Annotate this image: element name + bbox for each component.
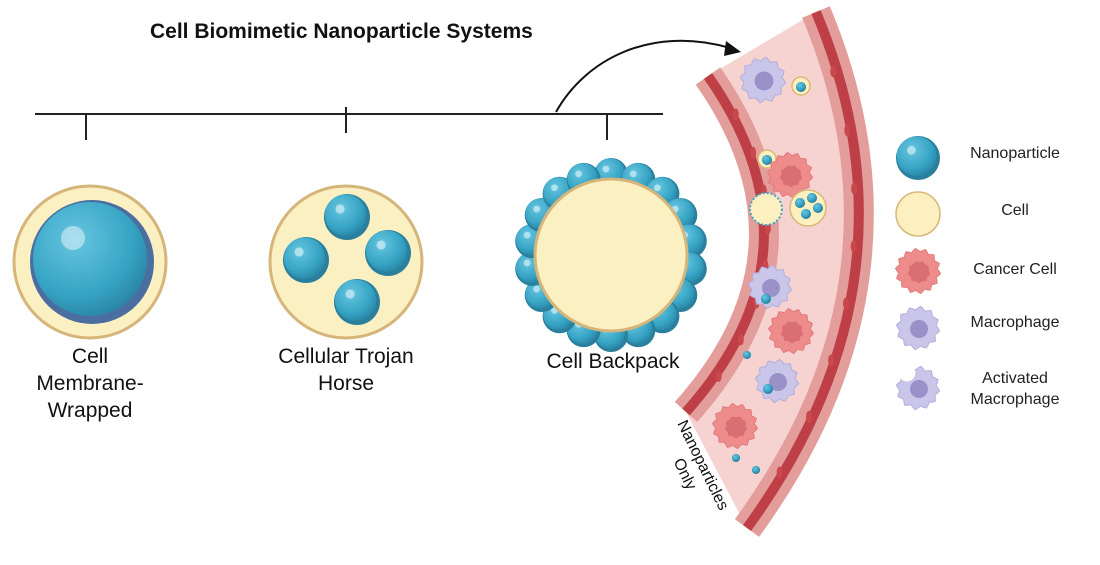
endothelial-nucleus — [850, 240, 857, 253]
nanoparticle — [283, 237, 329, 283]
activated-cell — [749, 192, 783, 226]
legend-line: Nanoparticle — [970, 145, 1060, 162]
legend-label-nanoparticle: Nanoparticle — [950, 143, 1080, 164]
nanoparticle — [807, 193, 817, 203]
endothelial-nucleus — [830, 65, 837, 78]
cancer-cell-icon — [894, 247, 942, 295]
vessel-contents — [711, 56, 827, 474]
endothelial-nucleus — [844, 124, 851, 137]
legend-icons — [894, 136, 942, 411]
label-line: Cell — [71, 345, 109, 368]
macrophage — [739, 56, 787, 104]
macrophage — [747, 264, 793, 310]
nanoparticle — [761, 294, 771, 304]
label-line: Wrapped — [47, 399, 133, 422]
endothelial-nucleus — [828, 354, 835, 367]
legend-label-macrophage: Macrophage — [950, 312, 1080, 333]
endothelial-nucleus — [805, 410, 812, 423]
label-line: Horse — [317, 372, 375, 395]
label-trojan-horse: Cellular Trojan Horse — [256, 343, 436, 397]
connector-timeline — [35, 107, 663, 140]
legend-line: Cell — [1001, 202, 1029, 219]
cell-icon — [895, 191, 941, 237]
nanoparticle — [795, 198, 805, 208]
arrow-to-vessel — [555, 39, 741, 113]
trojan-horse-particle — [268, 184, 424, 340]
membrane-wrapped-particle — [12, 184, 168, 340]
backpack-particle — [515, 158, 707, 352]
label-line: Cell Backpack — [546, 350, 680, 373]
nanoparticle-icon — [896, 136, 940, 180]
endothelial-nucleus — [715, 369, 722, 382]
nanoparticle — [796, 82, 806, 92]
label-line: Cellular Trojan — [278, 345, 414, 368]
legend-line: Cancer Cell — [973, 261, 1057, 278]
macrophage-icon — [895, 305, 941, 351]
label-membrane-wrapped: Cell Membrane- Wrapped — [20, 343, 160, 424]
endothelial-nucleus — [732, 108, 739, 121]
nanoparticle — [762, 155, 772, 165]
endothelial-nucleus — [776, 466, 783, 479]
legend-line: Macrophage — [970, 314, 1060, 331]
endothelial-nucleus — [851, 182, 858, 195]
label-backpack: Cell Backpack — [528, 348, 698, 375]
label-line: Membrane- — [36, 372, 144, 395]
nanoparticle — [813, 203, 823, 213]
legend-line: Activated — [982, 370, 1048, 387]
nanoparticle — [365, 230, 411, 276]
cancer-cell — [711, 402, 759, 450]
legend-label-cell: Cell — [950, 200, 1080, 221]
diagram-title: Cell Biomimetic Nanoparticle Systems — [150, 20, 533, 43]
legend-line: Macrophage — [970, 391, 1060, 408]
endothelial-nucleus — [750, 146, 757, 159]
nanoparticle — [752, 466, 760, 474]
legend-label-activated-macrophage: Activated Macrophage — [950, 368, 1080, 410]
nanoparticle — [743, 351, 751, 359]
nanoparticle — [324, 194, 370, 240]
nanoparticle — [763, 384, 773, 394]
nanoparticle — [732, 454, 740, 462]
nanoparticle — [334, 279, 380, 325]
legend-label-cancer-cell: Cancer Cell — [950, 259, 1080, 280]
cancer-cell — [767, 307, 815, 355]
nanoparticle — [801, 209, 811, 219]
endothelial-nucleus — [843, 297, 850, 310]
activated-macrophage-icon — [895, 364, 941, 411]
endothelial-nucleus — [737, 333, 744, 346]
